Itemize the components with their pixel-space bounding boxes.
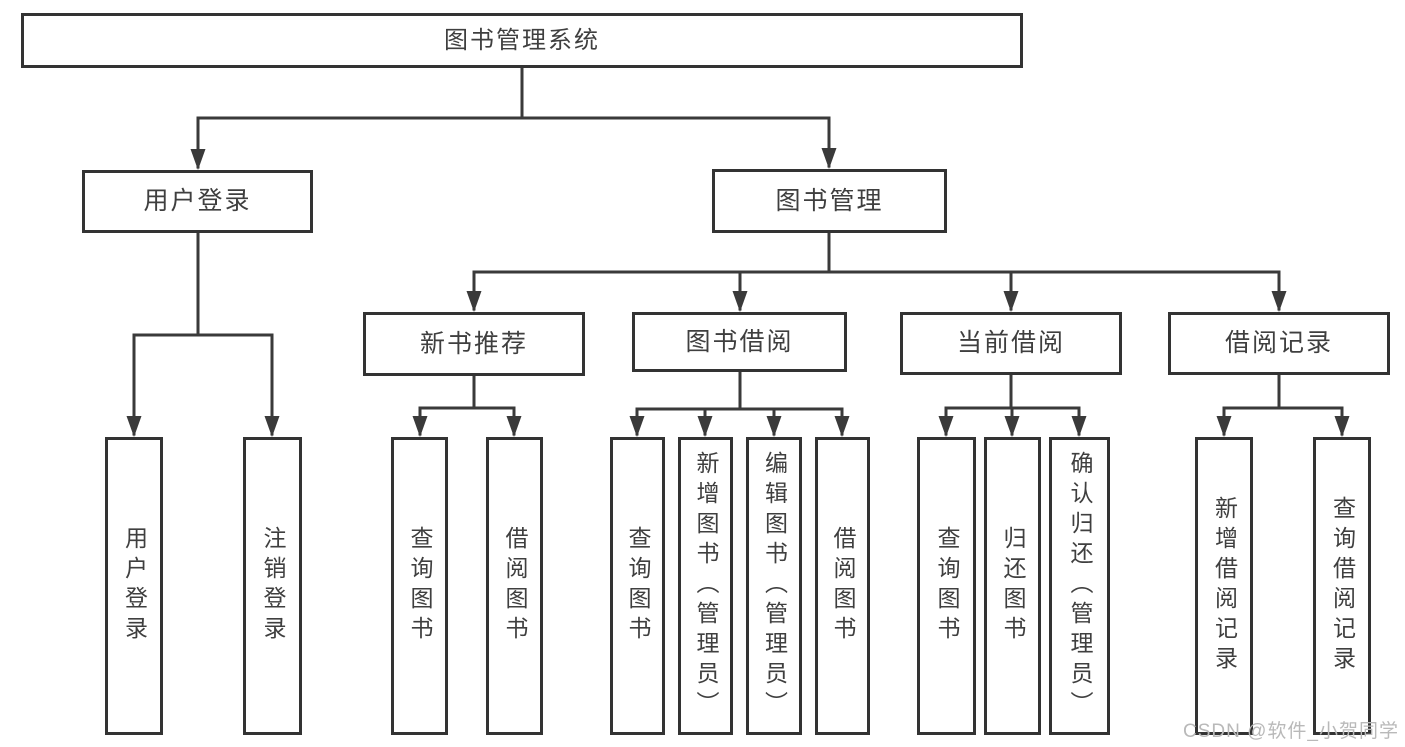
leaf-logout: 注销登录 <box>243 437 302 735</box>
node-book-management: 图书管理 <box>712 169 947 233</box>
node-new-book-recommend: 新书推荐 <box>363 312 585 376</box>
leaf-edit-book-admin: 编辑图书（管理员） <box>746 437 802 735</box>
csdn-watermark: CSDN @软件_小贺同学 <box>1183 721 1399 742</box>
leaf-confirm-return-admin: 确认归还（管理员） <box>1049 437 1110 735</box>
node-user-login: 用户登录 <box>82 170 313 233</box>
rail-current-borrowing <box>944 373 1081 410</box>
leaf-add-book-admin: 新增图书（管理员） <box>678 437 733 735</box>
rail-borrowing-records <box>1222 373 1344 410</box>
leaf-add-borrow-record: 新增借阅记录 <box>1195 437 1253 735</box>
leaf-query-borrow-record: 查询借阅记录 <box>1313 437 1371 735</box>
rail-new-book <box>418 374 516 410</box>
rail-root <box>196 66 831 120</box>
node-current-borrowing: 当前借阅 <box>900 312 1122 375</box>
leaf-return-book: 归还图书 <box>984 437 1041 735</box>
leaf-borrow-book-borrowing: 借阅图书 <box>815 437 870 735</box>
leaf-borrow-book-recommend: 借阅图书 <box>486 437 543 735</box>
node-library-management-system: 图书管理系统 <box>21 13 1023 68</box>
rail-book-borrowing <box>635 370 844 411</box>
leaf-query-book-borrowing: 查询图书 <box>610 437 665 735</box>
leaf-user-login: 用户登录 <box>105 437 163 735</box>
leaf-query-book-recommend: 查询图书 <box>391 437 448 735</box>
node-borrowing-records: 借阅记录 <box>1168 312 1390 375</box>
node-book-borrowing: 图书借阅 <box>632 312 847 372</box>
rail-book-management <box>472 231 1281 274</box>
leaf-query-book-current: 查询图书 <box>917 437 976 735</box>
rail-user-login <box>132 231 274 337</box>
